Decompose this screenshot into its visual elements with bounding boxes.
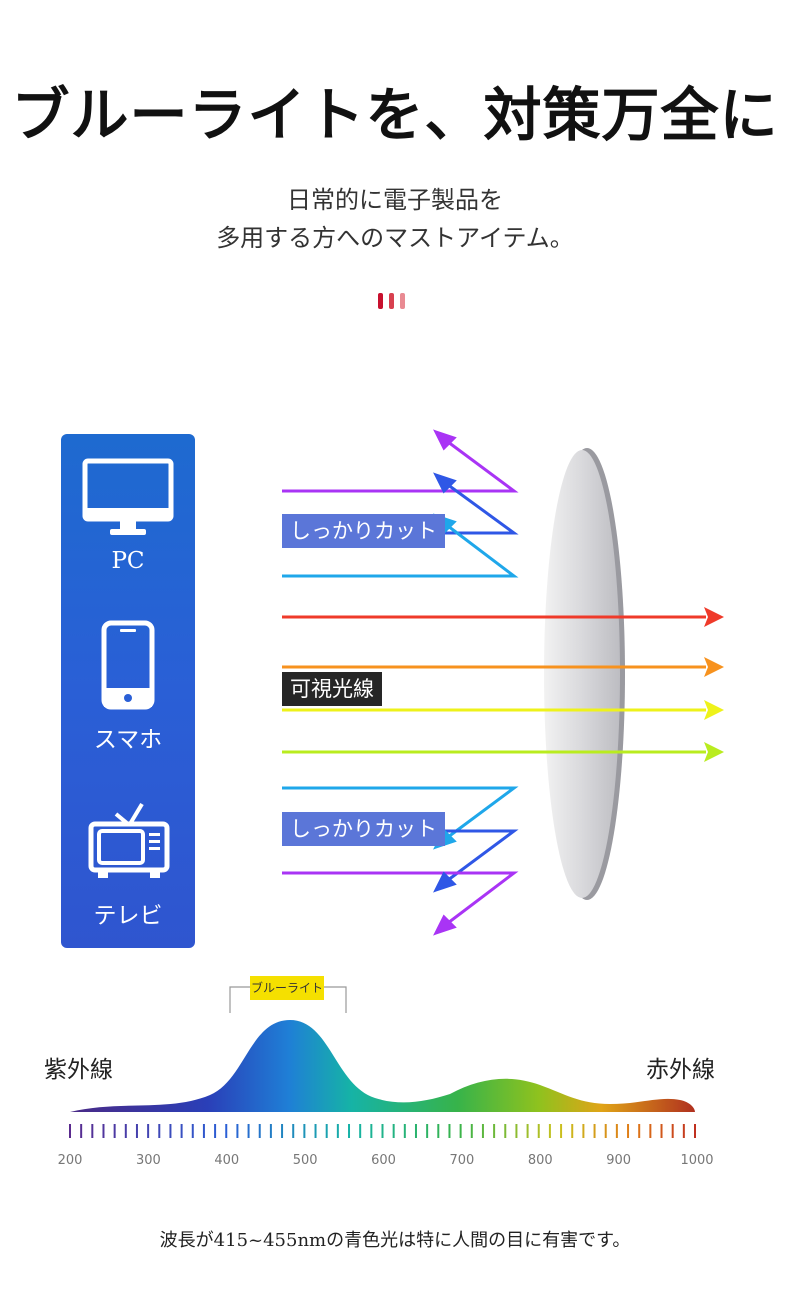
footer-note: 波長が415~455nmの青色光は特に人間の目に有害です。: [159, 1230, 631, 1251]
tv-icon: [88, 802, 170, 878]
smartphone-icon: [101, 620, 155, 710]
axis-tick-label: 1000: [680, 1153, 714, 1168]
device-label-tv: テレビ: [93, 903, 163, 929]
device-panel: PC スマホ テレビ: [61, 434, 195, 948]
device-label-pc: PC: [111, 548, 145, 574]
cut-tag-bottom: しっかりカット: [282, 812, 445, 846]
axis-tick-label: 400: [214, 1153, 240, 1168]
spectrum-ticks: [69, 1124, 696, 1138]
axis-tick-label: 600: [371, 1153, 396, 1168]
reflected-rays-bottom: [282, 786, 519, 936]
visible-light-tag: 可視光線: [282, 672, 382, 706]
axis-tick-label: 200: [57, 1153, 83, 1168]
subtitle-line-1: 日常的に電子製品を: [287, 186, 503, 214]
reflected-rays-top: [282, 429, 519, 578]
page-title: ブルーライトを、対策万全に: [11, 81, 779, 149]
axis-tick-label: 900: [606, 1153, 632, 1168]
device-label-smartphone: スマホ: [93, 727, 163, 753]
monitor-icon: [82, 458, 174, 535]
axis-tick-label: 800: [527, 1153, 553, 1168]
uv-label: 紫外線: [44, 1057, 113, 1083]
bluelight-label: ブルーライト: [250, 976, 324, 1000]
axis-tick-label: 500: [292, 1153, 318, 1168]
axis-tick-label: 300: [135, 1153, 161, 1168]
lens: [544, 448, 625, 900]
cut-tag-top: しっかりカット: [282, 514, 445, 548]
subtitle-line-2: 多用する方へのマストアイテム。: [216, 224, 574, 252]
ir-label: 赤外線: [646, 1057, 715, 1083]
axis-tick-label: 700: [449, 1153, 475, 1168]
visible-rays: [282, 607, 724, 762]
decorative-dots: [378, 293, 411, 313]
spectrum-curve: [70, 1020, 695, 1112]
